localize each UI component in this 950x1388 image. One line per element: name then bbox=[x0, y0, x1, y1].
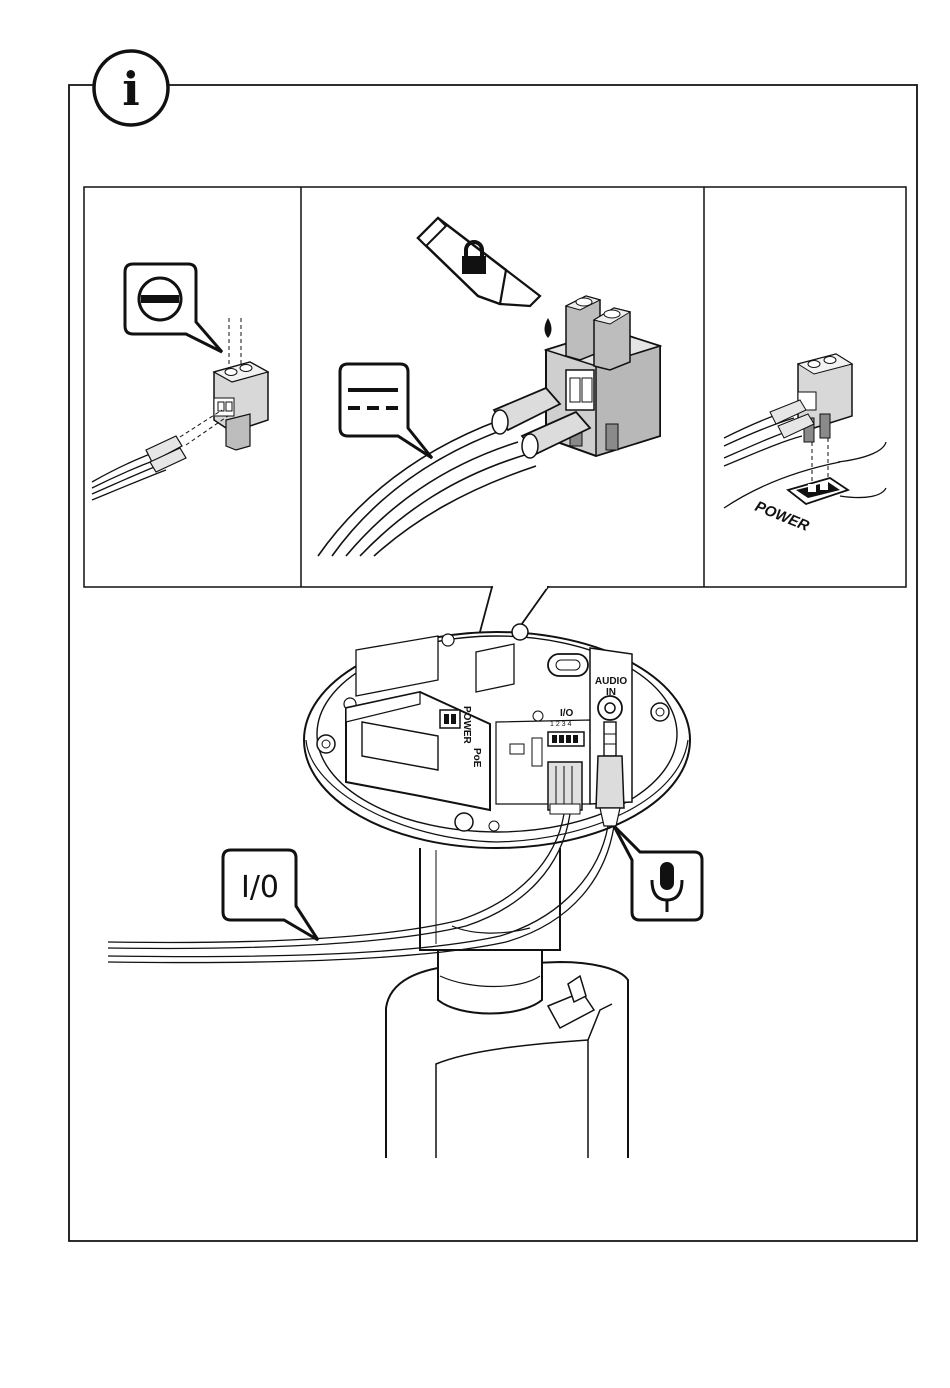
io-callout-label: I/0 bbox=[241, 870, 279, 905]
info-badge: i bbox=[94, 51, 168, 125]
camera-io-pins: 1 2 3 4 bbox=[550, 721, 572, 728]
io-connector-plug bbox=[548, 762, 582, 814]
mic-callout bbox=[614, 826, 702, 920]
camera-io-port bbox=[548, 732, 584, 746]
camera-poe-label: PoE bbox=[471, 748, 482, 768]
camera-audio-label-1: AUDIO bbox=[595, 676, 627, 687]
detail-panels bbox=[84, 187, 906, 587]
info-icon: i bbox=[122, 62, 139, 116]
camera-power-port bbox=[440, 710, 460, 728]
camera-power-label: POWER bbox=[461, 706, 472, 745]
flat-screwdriver-icon bbox=[139, 278, 181, 320]
camera-io-label: I/O bbox=[560, 708, 574, 719]
camera-audio-port bbox=[598, 696, 622, 720]
detail-panels-frame bbox=[84, 187, 906, 587]
